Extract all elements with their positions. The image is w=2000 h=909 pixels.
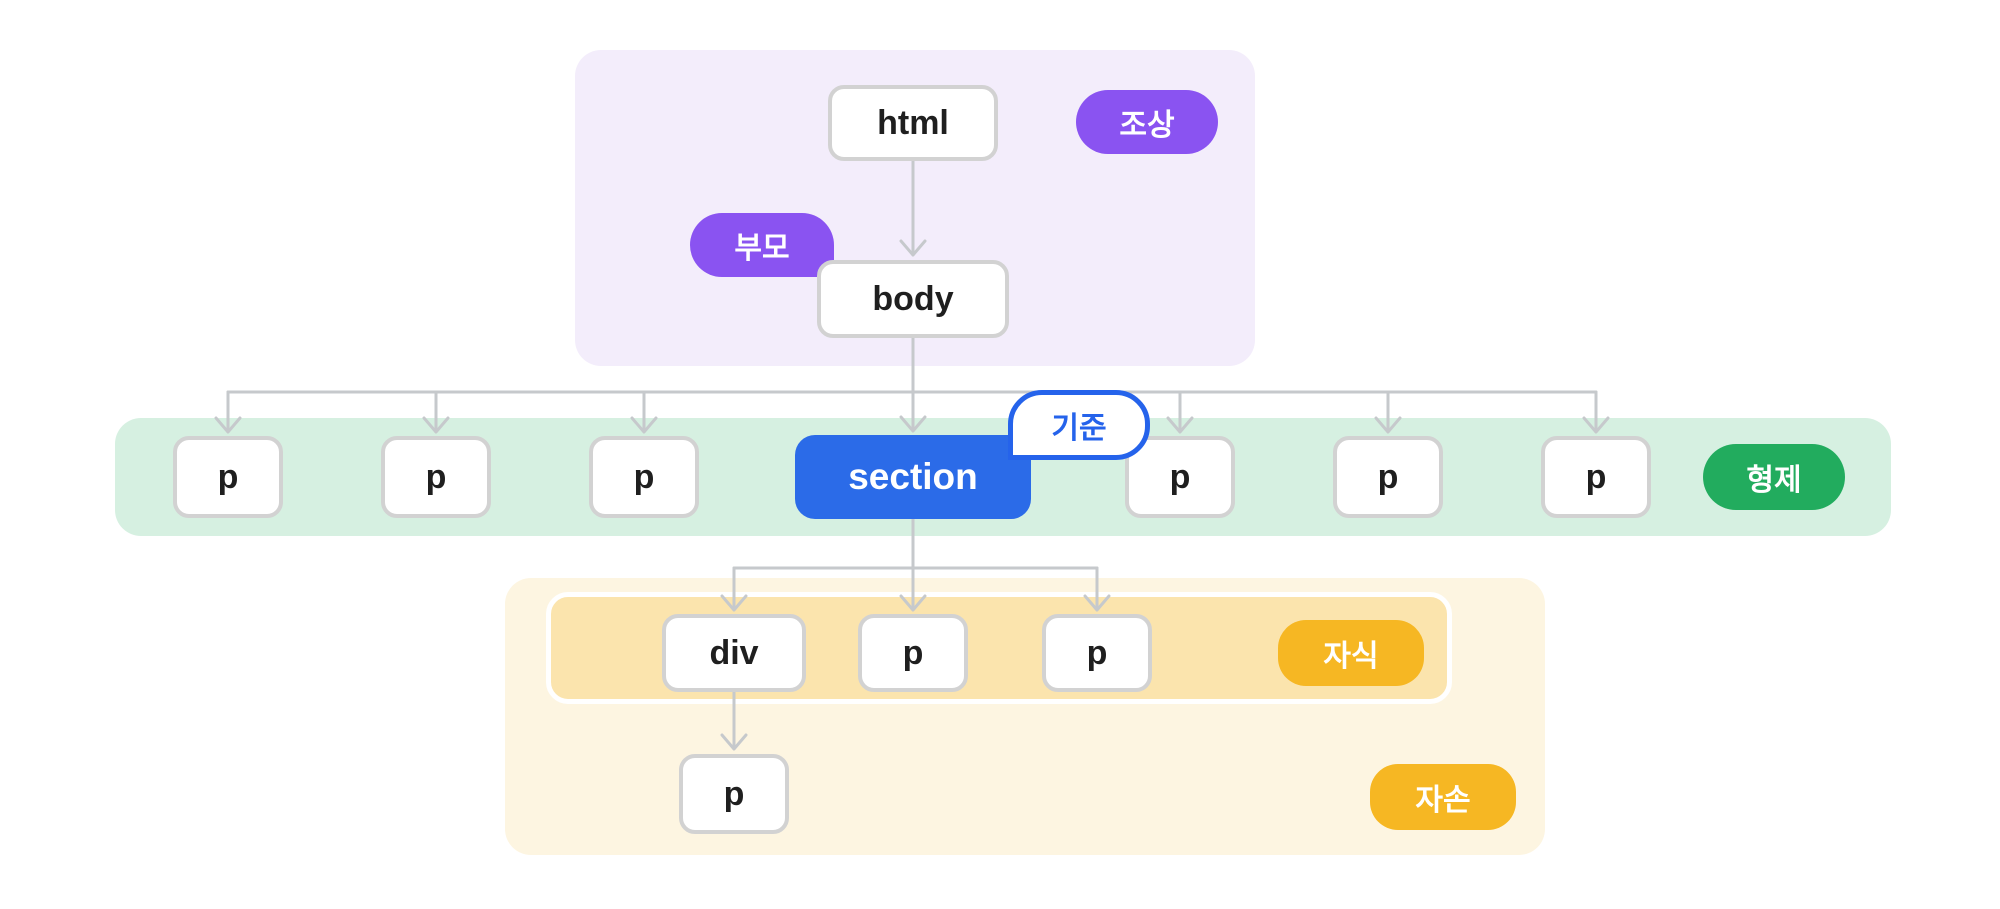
base-badge: 기준 xyxy=(1008,390,1150,460)
node-p-sibling-2: p xyxy=(381,436,491,518)
node-p-descendant: p xyxy=(679,754,789,834)
node-p-child-2: p xyxy=(1042,614,1152,692)
parent-badge: 부모 xyxy=(690,213,834,277)
child-badge: 자식 xyxy=(1278,620,1424,686)
node-body: body xyxy=(817,260,1009,338)
node-p-child-1: p xyxy=(858,614,968,692)
sibling-badge: 형제 xyxy=(1703,444,1845,510)
ancestor-badge: 조상 xyxy=(1076,90,1218,154)
node-div: div xyxy=(662,614,806,692)
node-p-sibling-1: p xyxy=(173,436,283,518)
descendant-badge: 자손 xyxy=(1370,764,1516,830)
node-html: html xyxy=(828,85,998,161)
node-p-sibling-5: p xyxy=(1333,436,1443,518)
node-p-sibling-4: p xyxy=(1125,436,1235,518)
node-p-sibling-3: p xyxy=(589,436,699,518)
node-p-sibling-6: p xyxy=(1541,436,1651,518)
node-section: section xyxy=(795,435,1031,519)
